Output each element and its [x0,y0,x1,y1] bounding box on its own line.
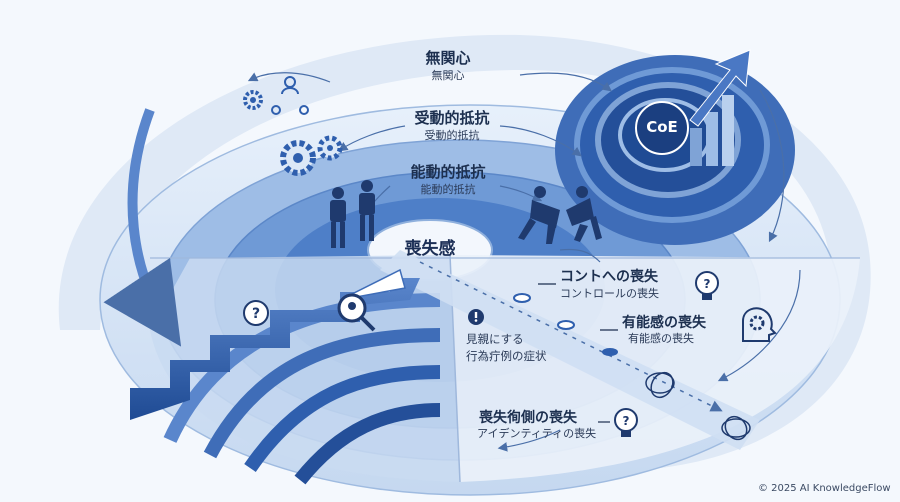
coe-label: CoE [646,118,678,136]
loss-identity-title: 喪失徇側の喪失 [479,410,577,426]
svg-text:?: ? [252,306,260,322]
ring-passive-subtitle: 受動的抵抗 [424,129,480,142]
copyright: © 2025 AI KnowledgeFlow [758,483,891,494]
question-bubble-icon: ? [243,300,269,326]
ring-passive-title: 受動的抵抗 [414,109,490,127]
ring-active-title: 能動的抵抗 [410,163,486,181]
arms-crossed-figures [330,180,375,248]
gears-icon [280,135,343,176]
ring-apathy-title: 無関心 [425,49,471,67]
alert-icon [468,309,484,325]
loss-competence-title: 有能感の喪失 [622,315,706,331]
pushing-figures [518,186,602,244]
symptom-line-1: 見親にする [466,332,524,346]
center-label: 喪失感 [404,239,456,259]
svg-text:?: ? [623,414,630,428]
ring-apathy-subtitle: 無関心 [431,69,465,82]
coe-hub [555,49,795,245]
loss-competence-subtitle: 有能感の喪失 [628,332,694,345]
symptom-line-2: 行為疔例の症状 [466,349,547,363]
head-gear-icon [742,307,777,342]
tangled-thread-icon [645,371,751,441]
gear-icon [243,90,263,110]
lower-sector [450,255,860,482]
loss-identity-subtitle: アイデンティティの喪失 [477,427,597,440]
loss-control-title: コントへの喪失 [560,269,658,285]
lightbulb-icon: ? [695,271,719,300]
loss-pathway [380,250,760,450]
svg-text:?: ? [704,277,711,291]
magnifier-icon [337,293,376,332]
lightbulb-question-icon: ? [614,408,638,437]
loss-control-subtitle: コントロールの喪失 [560,287,659,300]
people-network-icon [271,76,309,115]
ring-active-subtitle: 能動的抵抗 [420,183,476,196]
